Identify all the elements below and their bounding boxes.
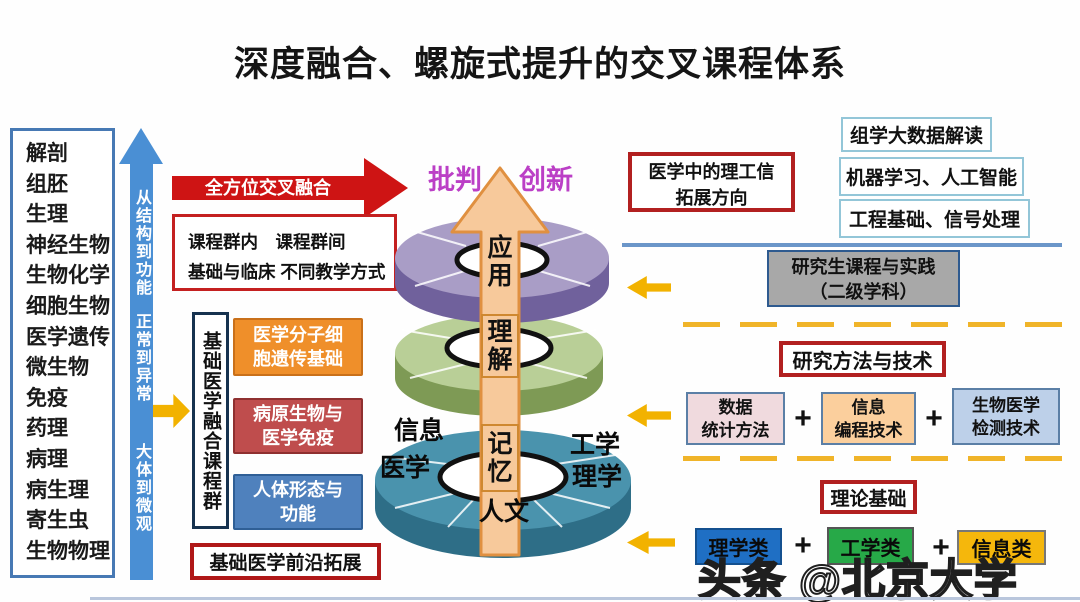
plus-sign: + [925, 402, 943, 435]
discipline-medicine: 医学 [380, 454, 431, 482]
axis-arrow-body [130, 162, 153, 580]
method-line: 信息 [851, 397, 886, 417]
theory-title-box: 理论基础 [820, 480, 917, 514]
course-line: 医学免疫 [262, 428, 334, 448]
course-line: 病原生物与 [253, 404, 343, 424]
graduate-course-box: 研究生课程与实践 （二级学科） [767, 250, 960, 307]
subjects-list-box: 解剖 组胚 生理 神经生物 生物化学 细胞生物 医学遗传 微生物 免疫 药理 病… [10, 128, 115, 578]
course-box-pathogen-immunology: 病原生物与 医学免疫 [233, 398, 363, 454]
fusion-scope-box: 课程群内 课程群间 基础与临床 不同教学方式 [172, 214, 397, 291]
course-line: 人体形态与 [253, 480, 343, 500]
method-line: 数据 [718, 397, 753, 417]
subject-item: 神经生物 [26, 233, 110, 257]
discipline-info: 信息 [394, 417, 445, 445]
scope-line-2: 基础与临床 不同教学方式 [188, 262, 386, 282]
arrow-right-icon [153, 394, 190, 428]
divider-line [622, 243, 1062, 247]
course-group-title: 基础医学融合课程群 [192, 312, 229, 529]
watermark: 头条 @北京大学 [697, 556, 1018, 602]
subject-item: 医学遗传 [26, 325, 110, 349]
course-line: 医学分子细 [253, 325, 343, 345]
subject-item: 细胞生物 [26, 294, 110, 318]
direction-box: 医学中的理工信 拓展方向 [628, 152, 795, 212]
method-line: 编程技术 [834, 420, 903, 440]
bottom-divider-line [90, 597, 1080, 600]
plus-sign: + [794, 529, 812, 562]
fusion-arrow: 全方位交叉融合 [172, 176, 364, 200]
method-box-statistics: 数据 统计方法 [686, 392, 785, 445]
dashed-divider [683, 322, 1063, 327]
axis-phrase: 大体到微观 [133, 443, 150, 533]
grad-line-1: 研究生课程与实践 [791, 257, 936, 277]
up-arrow-icon [119, 128, 163, 164]
direction-line-2: 拓展方向 [675, 188, 748, 208]
discipline-humanities: 人文 [479, 498, 530, 526]
axis-phrase: 正常到异常 [133, 313, 150, 403]
subject-item: 病生理 [26, 478, 89, 502]
theory-box-engineering: 工学类 [827, 527, 914, 565]
method-box-biomedical-detection: 生物医学 检测技术 [952, 388, 1060, 445]
subject-item: 药理 [26, 417, 68, 441]
topic-ml-ai: 机器学习、人工智能 [839, 157, 1024, 196]
critical-thinking-label: 批判 [428, 165, 482, 195]
subject-item: 病理 [26, 447, 68, 471]
level-label-memory: 记忆 [481, 424, 519, 492]
discipline-science: 理学 [572, 463, 623, 491]
method-line: 检测技术 [972, 418, 1040, 438]
discipline-engineering: 工学 [570, 431, 621, 459]
plus-sign: + [932, 531, 950, 564]
topic-omics-bigdata: 组学大数据解读 [841, 117, 992, 152]
course-box-genetics: 医学分子细 胞遗传基础 [233, 318, 363, 376]
direction-line-1: 医学中的理工信 [648, 162, 775, 182]
subject-item: 生理 [26, 203, 68, 227]
method-line: 统计方法 [701, 420, 770, 440]
level-label-understanding: 理解 [481, 314, 519, 378]
grad-line-2: （二级学科） [809, 282, 918, 302]
topic-engineering-signal: 工程基础、信号处理 [839, 199, 1030, 238]
subject-item: 免疫 [26, 386, 68, 410]
dashed-divider [683, 456, 1063, 461]
level-label-application: 应用 [487, 234, 513, 290]
frontier-box: 基础医学前沿拓展 [190, 543, 381, 580]
fusion-arrow-head-icon [364, 158, 408, 218]
axis-phrase: 从结构到功能 [133, 189, 150, 297]
subject-item: 微生物 [26, 356, 89, 380]
innovation-label: 创新 [519, 165, 573, 195]
subject-item: 组胚 [26, 172, 68, 196]
subject-item: 解剖 [26, 142, 68, 165]
subject-item: 生物化学 [26, 264, 110, 288]
theory-box-information: 信息类 [957, 530, 1046, 565]
theory-box-science: 理学类 [695, 528, 782, 565]
method-line: 生物医学 [972, 395, 1040, 415]
course-line: 功能 [280, 504, 316, 524]
scope-line-1: 课程群内 课程群间 [188, 232, 346, 252]
method-box-programming: 信息 编程技术 [821, 392, 916, 445]
plus-sign: + [794, 402, 812, 435]
subject-item: 寄生虫 [26, 509, 89, 533]
subject-item: 生物物理 [26, 539, 110, 563]
page-title: 深度融合、螺旋式提升的交叉课程体系 [233, 45, 846, 84]
methods-title-box: 研究方法与技术 [779, 341, 946, 377]
course-box-body-function: 人体形态与 功能 [233, 474, 363, 530]
course-line: 胞遗传基础 [253, 349, 343, 369]
